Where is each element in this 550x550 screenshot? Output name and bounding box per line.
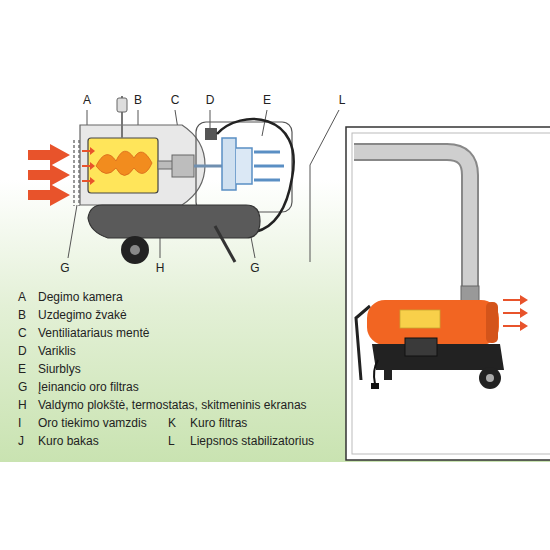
leader-line	[160, 238, 161, 258]
hot-air-arrow	[503, 308, 528, 318]
legend-text: Oro tiekimo vamzdis	[38, 416, 147, 430]
part-letter: G	[60, 261, 69, 275]
legend-text: Variklis	[38, 344, 76, 358]
wheel	[121, 236, 149, 264]
fan-blade	[172, 155, 194, 177]
flue-collar	[461, 286, 479, 302]
part-letter: D	[206, 93, 215, 107]
pump	[236, 148, 252, 184]
legend-letter: J	[18, 434, 24, 448]
drive-shaft	[194, 165, 222, 168]
legend-letter: K	[168, 416, 176, 430]
leader-line	[262, 110, 267, 136]
legend-letter: D	[18, 344, 27, 358]
legend-letter: C	[18, 326, 27, 340]
leader-line	[210, 110, 211, 128]
air-arrow	[28, 184, 70, 206]
heater-illustration	[354, 152, 528, 389]
legend-letter: L	[168, 434, 175, 448]
small-arrows	[82, 147, 95, 185]
handle	[215, 226, 235, 262]
spark-plug-head	[117, 98, 127, 112]
legend-letter: E	[18, 362, 26, 376]
legend-text: Liepsnos stabilizatorius	[190, 434, 314, 448]
foot	[384, 368, 392, 380]
hot-air-arrow	[503, 295, 528, 305]
legend-text: Ventiliatariaus mentė	[38, 326, 149, 340]
pump-vanes	[254, 152, 284, 180]
legend-text: Kuro filtras	[190, 416, 247, 430]
legend-letter: I	[18, 416, 21, 430]
part-letter: L	[339, 93, 346, 107]
combustion-chamber	[88, 138, 158, 193]
legend-letter: A	[18, 290, 26, 304]
air-arrow	[28, 164, 70, 186]
exhaust-pipe	[354, 152, 470, 292]
wheel-hub	[130, 245, 140, 255]
legend-text: Valdymo plokštė, termostatas, skitmenini…	[38, 398, 307, 412]
hot-air-arrow	[503, 321, 528, 331]
exhaust-pipe	[354, 152, 470, 292]
part-letter: A	[83, 93, 91, 107]
legend-text: Įeinancio oro filtras	[38, 380, 139, 394]
leader-line	[68, 205, 77, 258]
power-plug	[371, 383, 379, 389]
legend-text: Uzdegimo žvakė	[38, 308, 127, 322]
legend-letter: G	[18, 380, 27, 394]
leader-line	[310, 110, 339, 262]
heater-cutaway	[28, 96, 294, 264]
power-cable	[374, 360, 378, 384]
control-panel	[405, 338, 437, 356]
part-letter: C	[171, 93, 180, 107]
wheel	[479, 367, 501, 389]
legend-letter: H	[18, 398, 27, 412]
part-letter: H	[156, 261, 165, 275]
heater-sticker	[400, 310, 440, 328]
wheel-hub	[486, 374, 494, 382]
flame	[96, 151, 152, 175]
air-filter	[73, 140, 75, 206]
part-letter: G	[250, 261, 259, 275]
legend-text: Siurblys	[38, 362, 81, 376]
leader-lines	[68, 110, 339, 262]
air-arrow	[28, 144, 70, 166]
room-frame	[346, 127, 550, 460]
heater-outlet	[486, 302, 498, 343]
room-inner-line	[352, 133, 550, 454]
motor	[205, 128, 217, 140]
fuel-tank	[372, 344, 504, 370]
fuel-tank	[88, 205, 260, 238]
legend-text: Kuro bakas	[38, 434, 99, 448]
part-letter: B	[134, 93, 142, 107]
heater-housing	[80, 125, 205, 205]
pump	[222, 138, 236, 190]
part-letter: E	[263, 93, 271, 107]
legend-text: Degimo kamera	[38, 290, 123, 304]
legend-letter: B	[18, 308, 26, 322]
